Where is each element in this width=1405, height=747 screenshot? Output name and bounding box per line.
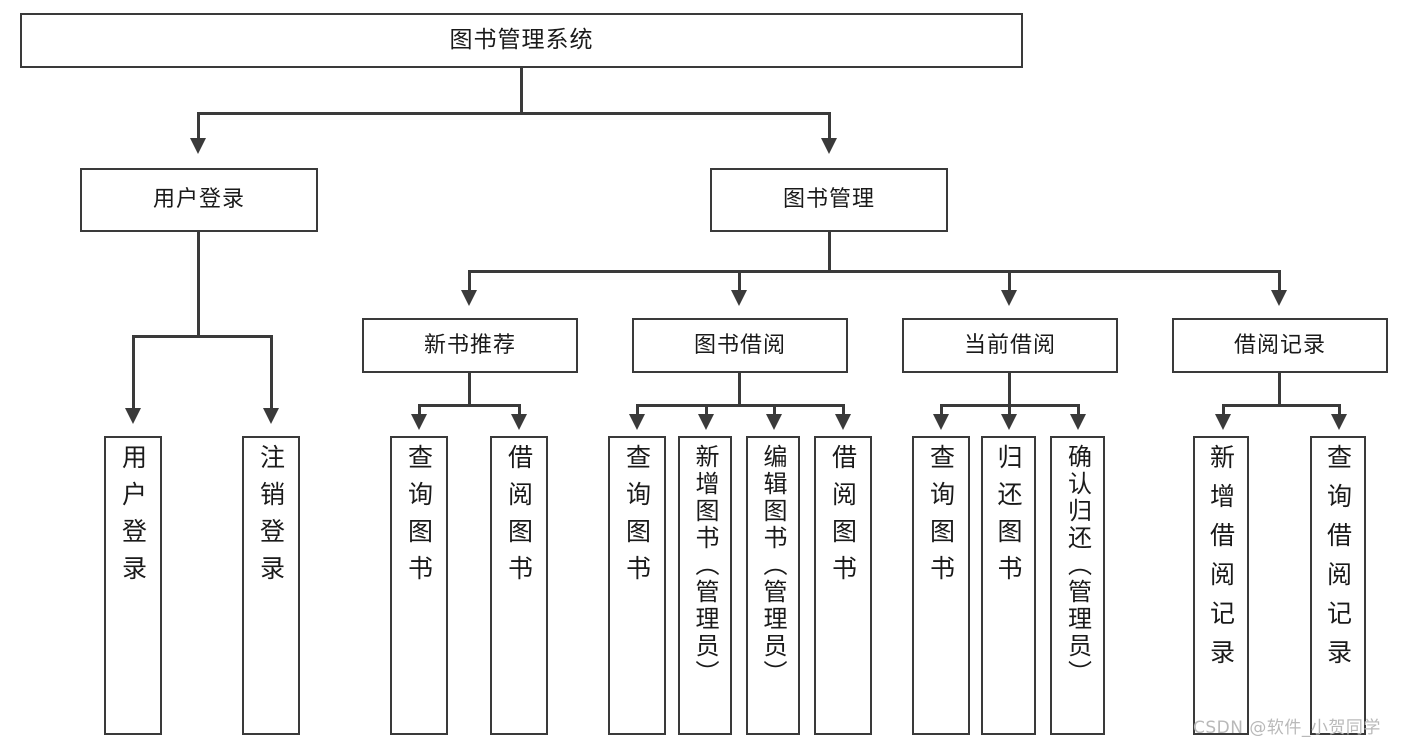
leaf-confirm-return-admin[interactable]: 确认归还（管理员）	[1050, 436, 1105, 735]
node-label: 新书推荐	[423, 332, 516, 358]
leaf-logout[interactable]: 注销登录	[242, 436, 300, 735]
node-label: 图书借阅	[693, 332, 786, 358]
node-label: 编辑图书（管理员）	[759, 444, 787, 687]
leaf-query-book-borrow[interactable]: 查询图书	[608, 436, 666, 735]
arrowhead-leaf-user-login	[125, 408, 141, 424]
connector-cb-to-leaf-1	[940, 404, 943, 416]
node-label: 查询图书	[622, 444, 652, 592]
connector-bm-to-book-borrow	[738, 270, 741, 292]
connector-bm-to-new-book	[468, 270, 471, 292]
node-label: 查询图书	[926, 444, 956, 592]
connector-root-stem	[520, 68, 523, 114]
arrowhead-br-leaf-2	[1331, 414, 1347, 430]
connector-book-management-bus	[468, 270, 1280, 273]
connector-new-book-stem	[468, 373, 471, 406]
arrowhead-cb-leaf-2	[1001, 414, 1017, 430]
connector-root-bus	[197, 112, 831, 115]
connector-borrow-record-stem	[1278, 373, 1281, 406]
node-borrow-record[interactable]: 借阅记录	[1172, 318, 1388, 373]
connector-borrow-record-bus	[1222, 404, 1338, 407]
node-label: 查询图书	[404, 444, 434, 592]
node-label: 用户登录	[118, 444, 148, 592]
arrowhead-leaf-logout	[263, 408, 279, 424]
arrowhead-bb-leaf-3	[766, 414, 782, 430]
connector-bb-to-leaf-3	[773, 404, 776, 416]
leaf-borrow-book-recommend[interactable]: 借阅图书	[490, 436, 548, 735]
node-label: 新增图书（管理员）	[691, 444, 719, 687]
arrowhead-br-leaf-1	[1215, 414, 1231, 430]
connector-nb-to-leaf-2	[518, 404, 521, 416]
connector-book-borrow-bus	[636, 404, 844, 407]
connector-bb-to-leaf-1	[636, 404, 639, 416]
node-label: 确认归还（管理员）	[1063, 444, 1092, 687]
node-label: 当前借阅	[963, 332, 1056, 358]
connector-user-login-stem	[197, 232, 200, 337]
leaf-return-book[interactable]: 归还图书	[981, 436, 1036, 735]
connector-root-to-user-login	[197, 112, 200, 140]
connector-book-management-stem	[828, 232, 831, 272]
arrowhead-book-borrow	[731, 290, 747, 306]
connector-nb-to-leaf-1	[418, 404, 421, 416]
connector-new-book-bus	[418, 404, 518, 407]
connector-root-to-book-management	[828, 112, 831, 140]
leaf-add-borrow-record[interactable]: 新增借阅记录	[1193, 436, 1249, 735]
connector-user-login-to-leaf-2	[270, 335, 273, 410]
connector-cb-to-leaf-2	[1008, 404, 1011, 416]
connector-br-to-leaf-1	[1222, 404, 1225, 416]
node-user-login[interactable]: 用户登录	[80, 168, 318, 232]
arrowhead-cb-leaf-1	[933, 414, 949, 430]
connector-user-login-to-leaf-1	[132, 335, 135, 410]
node-label: 新增借阅记录	[1206, 444, 1236, 678]
connector-cb-to-leaf-3	[1077, 404, 1080, 416]
node-label: 图书管理	[782, 187, 875, 213]
node-current-borrow[interactable]: 当前借阅	[902, 318, 1118, 373]
leaf-query-borrow-record[interactable]: 查询借阅记录	[1310, 436, 1366, 735]
node-label: 借阅记录	[1233, 332, 1326, 358]
arrowhead-new-book-recommend	[461, 290, 477, 306]
arrowhead-book-management	[821, 138, 837, 154]
connector-bm-to-borrow-record	[1278, 270, 1281, 292]
leaf-user-login[interactable]: 用户登录	[104, 436, 162, 735]
connector-book-borrow-stem	[738, 373, 741, 406]
arrowhead-nb-leaf-1	[411, 414, 427, 430]
node-book-borrow[interactable]: 图书借阅	[632, 318, 848, 373]
arrowhead-current-borrow	[1001, 290, 1017, 306]
arrowhead-user-login	[190, 138, 206, 154]
arrowhead-cb-leaf-3	[1070, 414, 1086, 430]
arrowhead-bb-leaf-1	[629, 414, 645, 430]
connector-current-borrow-stem	[1008, 373, 1011, 406]
node-root-book-management-system[interactable]: 图书管理系统	[20, 13, 1023, 68]
node-label: 归还图书	[994, 444, 1023, 592]
node-label: 借阅图书	[504, 444, 534, 592]
node-label: 查询借阅记录	[1323, 444, 1353, 678]
arrowhead-bb-leaf-4	[835, 414, 851, 430]
node-label: 图书管理系统	[449, 26, 594, 53]
connector-br-to-leaf-2	[1338, 404, 1341, 416]
leaf-query-book-recommend[interactable]: 查询图书	[390, 436, 448, 735]
node-new-book-recommend[interactable]: 新书推荐	[362, 318, 578, 373]
arrowhead-bb-leaf-2	[698, 414, 714, 430]
node-label: 用户登录	[152, 187, 245, 213]
node-book-management[interactable]: 图书管理	[710, 168, 948, 232]
arrowhead-borrow-record	[1271, 290, 1287, 306]
leaf-add-book-admin[interactable]: 新增图书（管理员）	[678, 436, 732, 735]
arrowhead-nb-leaf-2	[511, 414, 527, 430]
node-label: 借阅图书	[828, 444, 858, 592]
connector-bb-to-leaf-4	[842, 404, 845, 416]
connector-bm-to-current-borrow	[1008, 270, 1011, 292]
connector-bb-to-leaf-2	[705, 404, 708, 416]
leaf-edit-book-admin[interactable]: 编辑图书（管理员）	[746, 436, 800, 735]
leaf-borrow-book[interactable]: 借阅图书	[814, 436, 872, 735]
node-label: 注销登录	[256, 444, 286, 592]
leaf-query-book-current[interactable]: 查询图书	[912, 436, 970, 735]
connector-user-login-bus	[132, 335, 270, 338]
